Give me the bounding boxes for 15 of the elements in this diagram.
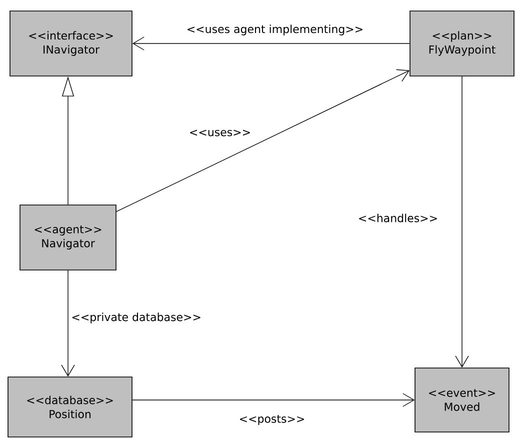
edge-label: <<uses>>	[188, 128, 252, 138]
class-box: <<database>> Position	[8, 376, 132, 438]
arrow	[61, 270, 75, 377]
arrow	[116, 69, 410, 212]
arrow	[455, 76, 469, 368]
edge-label: <<posts>>	[238, 414, 306, 426]
class-box: <<agent>> Navigator	[20, 204, 116, 270]
arrow	[132, 36, 410, 50]
class-box: <<plan>> FlyWaypoint	[410, 10, 514, 76]
edge-label: <<private database>>	[70, 312, 202, 324]
class-box: <<interface>> INavigator	[10, 10, 132, 76]
edge-label: <<handles>>	[356, 212, 440, 224]
edge-label: <<uses agent implementing>>	[185, 24, 365, 36]
class-box: <<event>> Moved	[414, 368, 510, 432]
arrow	[132, 393, 415, 407]
